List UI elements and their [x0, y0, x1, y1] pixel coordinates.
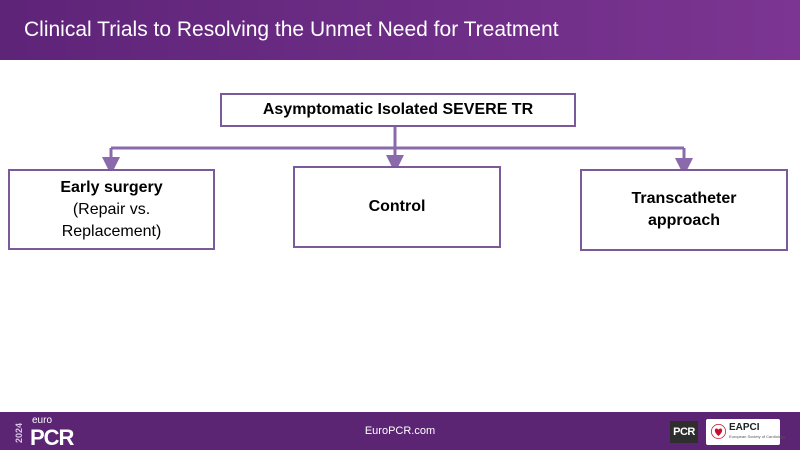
branch-control-title: Control: [368, 198, 426, 215]
root-label: Asymptomatic Isolated SEVERE TR: [262, 101, 534, 118]
branch-control: Control: [293, 166, 501, 248]
slide-footer: 2024 euro PCR EuroPCR.com: [0, 412, 800, 450]
logo-euro: euro: [32, 415, 53, 426]
pcr-badge-logo: PCR: [670, 421, 698, 443]
branch-early-surgery-title: Early surgery: [60, 178, 163, 196]
branch-transcatheter-title-2: approach: [647, 212, 720, 229]
branch-transcatheter-title-1: Transcatheter: [631, 190, 737, 207]
eapci-logo: EAPCI European Society of Cardiology: [706, 419, 785, 445]
slide-title: Clinical Trials to Resolving the Unmet N…: [24, 18, 559, 41]
eapci-label: EAPCI: [729, 422, 760, 433]
branch-early-surgery: Early surgery (Repair vs. Replacement): [8, 169, 215, 250]
branch-early-surgery-subtitle-2: Replacement): [61, 222, 162, 240]
logo-pcr: PCR: [30, 425, 74, 450]
root-node: Asymptomatic Isolated SEVERE TR: [220, 93, 576, 127]
eapci-sublabel: European Society of Cardiology: [729, 434, 786, 439]
slide-header: Clinical Trials to Resolving the Unmet N…: [0, 0, 800, 60]
europcr-logo: 2024 euro PCR: [14, 414, 84, 450]
heart-icon: [711, 424, 726, 439]
footer-url: EuroPCR.com: [364, 425, 436, 437]
branch-early-surgery-subtitle-1: (Repair vs.: [72, 200, 151, 218]
branch-transcatheter: Transcatheter approach: [580, 169, 788, 251]
